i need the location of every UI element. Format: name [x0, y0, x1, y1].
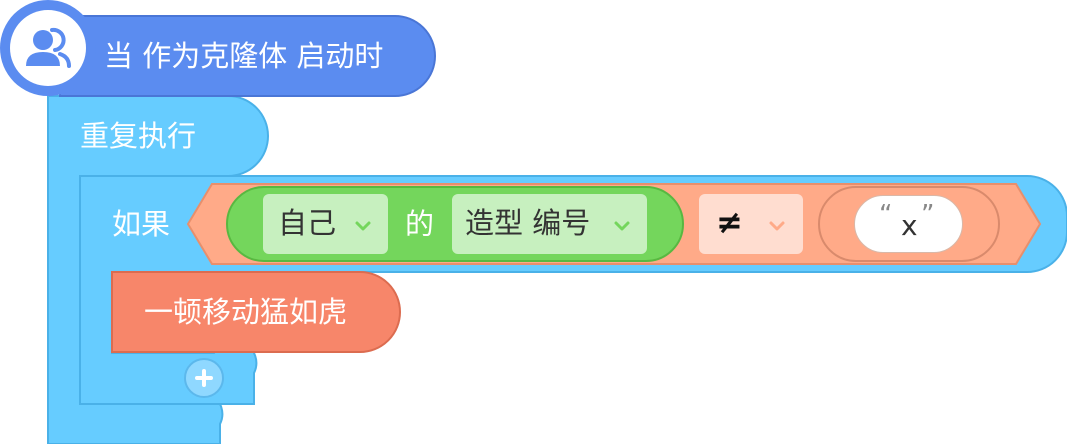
chevron-down-icon	[769, 221, 785, 231]
custom-block-shape[interactable]	[111, 271, 402, 353]
custom-block-label: 一顿移动猛如虎	[144, 295, 348, 329]
plus-icon	[195, 369, 213, 387]
chevron-down-icon	[614, 221, 630, 231]
of-label: 的	[405, 207, 435, 241]
forever-block-label: 重复执行	[80, 119, 197, 153]
property-dropdown-value: 造型 编号	[465, 206, 591, 240]
text-input[interactable]: “ x ”	[854, 195, 963, 253]
operator-dropdown-value: ≠	[716, 203, 743, 241]
text-input-value: x	[901, 209, 918, 242]
property-dropdown[interactable]: 造型 编号	[452, 194, 647, 254]
add-block-button[interactable]	[184, 358, 224, 398]
clone-users-icon	[26, 27, 71, 68]
operator-dropdown[interactable]: ≠	[699, 194, 803, 254]
if-block-label: 如果	[112, 207, 171, 241]
sprite-dropdown-value: 自己	[278, 206, 337, 240]
hat-block-shape[interactable]	[59, 15, 437, 97]
sprite-dropdown[interactable]: 自己	[263, 194, 388, 254]
close-quote: ”	[921, 200, 935, 230]
open-quote: “	[879, 200, 893, 230]
chevron-down-icon	[355, 221, 371, 231]
hat-block-label: 当 作为克隆体 启动时	[104, 39, 384, 73]
